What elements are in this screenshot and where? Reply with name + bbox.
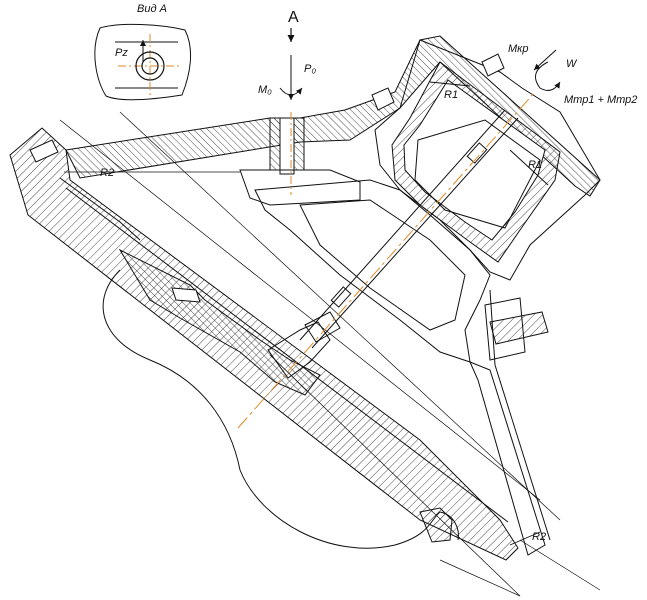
r2-bottom-label: R2 bbox=[532, 531, 546, 543]
r1-dim-top bbox=[429, 81, 471, 87]
view-a-bolt-outer bbox=[135, 51, 165, 81]
bottom-bolt bbox=[419, 507, 453, 543]
ext-line-2 bbox=[119, 111, 561, 521]
top-bolt-left bbox=[29, 139, 59, 163]
housing-left-wall-inner2 bbox=[59, 177, 141, 241]
housing-right-wall-2 bbox=[489, 289, 551, 541]
p0-label: P₀ bbox=[304, 63, 316, 75]
inner-gear bbox=[414, 119, 541, 229]
mtr-label: Mтр1 + Mтр2 bbox=[564, 94, 637, 106]
w-label: W bbox=[566, 58, 578, 70]
r1-right-label: R1 bbox=[528, 159, 542, 171]
side-nozzle bbox=[489, 311, 549, 345]
hub-body-inner bbox=[299, 199, 466, 331]
m0-moment-arc bbox=[279, 87, 303, 96]
mkr-label: Mкр bbox=[508, 43, 528, 55]
ext-line-1 bbox=[59, 119, 541, 501]
mkr-moment-arc bbox=[535, 61, 561, 91]
m0-label: M₀ bbox=[258, 84, 272, 96]
view-a-title: Вид А bbox=[137, 3, 167, 15]
ext-line-5 bbox=[269, 354, 521, 597]
top-bolt-mid bbox=[371, 87, 395, 111]
shaft-edge-2 bbox=[311, 117, 519, 349]
w-arrow bbox=[533, 49, 557, 71]
lower-pipe bbox=[267, 321, 331, 379]
gearbox-housing bbox=[374, 39, 601, 281]
hub-body bbox=[254, 179, 491, 363]
ext-line-4 bbox=[519, 539, 601, 591]
hub-bore bbox=[279, 117, 295, 175]
r1-top-label: R1 bbox=[444, 89, 458, 101]
shaft-coupling-2 bbox=[466, 142, 488, 164]
hub-flange bbox=[239, 169, 361, 206]
main-assembly bbox=[9, 35, 601, 597]
nozzle-flange bbox=[484, 297, 526, 361]
top-cover bbox=[65, 35, 601, 197]
break-outline bbox=[102, 269, 441, 549]
r1-dim-right bbox=[509, 149, 549, 186]
ext-line-3 bbox=[439, 559, 521, 597]
view-a-inset bbox=[94, 23, 191, 101]
lower-bolt bbox=[171, 287, 201, 303]
view-a-bolt-inner bbox=[141, 57, 159, 75]
lower-flange-section bbox=[118, 248, 321, 396]
housing-left-wall-inner bbox=[65, 187, 509, 523]
r2-bottom-dim bbox=[509, 531, 541, 546]
r2-left-label: R2 bbox=[100, 167, 114, 179]
shaft-coupling bbox=[330, 286, 352, 308]
arrow-a-label: A bbox=[288, 9, 299, 26]
view-a-outline bbox=[94, 23, 191, 101]
shaft-edge-1 bbox=[299, 109, 506, 341]
top-bolt-right bbox=[481, 53, 505, 77]
pz-label: Pz bbox=[115, 47, 128, 59]
